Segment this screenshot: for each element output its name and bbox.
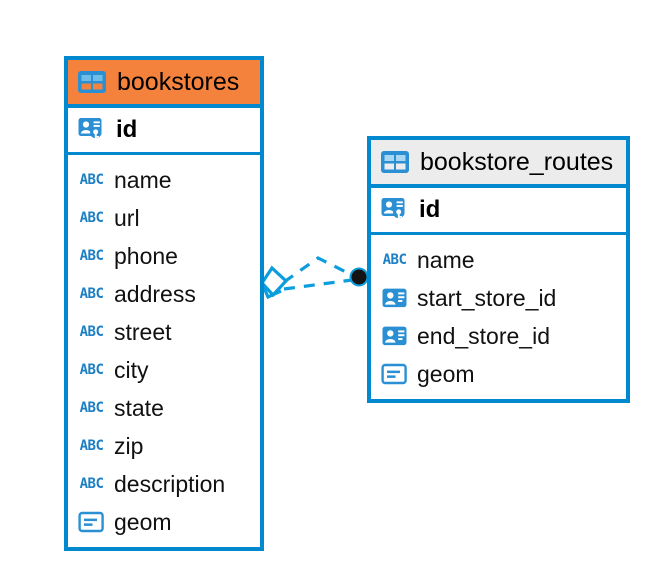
field-row-start-store-id[interactable]: start_store_id: [371, 279, 626, 317]
field-label: address: [114, 280, 196, 307]
text-field-icon: ABC: [79, 362, 104, 378]
diamond-marker: [259, 265, 289, 300]
primary-key-icon: [380, 195, 410, 225]
entity-bookstores[interactable]: bookstores: [64, 56, 264, 551]
text-field-icon: ABC: [79, 172, 104, 188]
entity-title: bookstores: [117, 67, 240, 96]
text-field-icon: ABC: [79, 400, 104, 416]
field-row-description[interactable]: ABC description: [68, 465, 260, 503]
relationship-line-upper: [283, 256, 353, 284]
field-label: url: [114, 204, 140, 231]
field-label: street: [114, 318, 172, 345]
field-row-name[interactable]: ABC name: [371, 241, 626, 279]
foreign-key-icon: [381, 286, 408, 310]
field-row-geom[interactable]: geom: [371, 355, 626, 393]
field-label: state: [114, 394, 164, 421]
field-row-address[interactable]: ABC address: [68, 275, 260, 313]
field-row-geom[interactable]: geom: [68, 503, 260, 541]
field-label: id: [419, 196, 441, 223]
field-row-end-store-id[interactable]: end_store_id: [371, 317, 626, 355]
text-field-icon: ABC: [382, 252, 407, 268]
field-row-url[interactable]: ABC url: [68, 199, 260, 237]
field-list-bookstore-routes: ABC name start_store_id: [371, 235, 626, 399]
table-icon: [77, 70, 107, 94]
field-row-state[interactable]: ABC state: [68, 389, 260, 427]
text-field-icon: ABC: [79, 476, 104, 492]
field-label: name: [114, 166, 172, 193]
field-row-zip[interactable]: ABC zip: [68, 427, 260, 465]
entity-bookstore-routes[interactable]: bookstore_routes: [367, 136, 630, 403]
entity-title: bookstore_routes: [420, 147, 614, 176]
text-field-icon: ABC: [79, 438, 104, 454]
field-row-city[interactable]: ABC city: [68, 351, 260, 389]
text-field-icon: ABC: [79, 210, 104, 226]
entity-header-bookstores[interactable]: bookstores: [68, 60, 260, 108]
foreign-key-icon: [381, 324, 408, 348]
field-label: start_store_id: [417, 284, 557, 311]
text-field-icon: ABC: [79, 286, 104, 302]
primary-key-icon: [77, 115, 107, 145]
field-label: geom: [114, 508, 172, 535]
text-field-icon: ABC: [79, 248, 104, 264]
field-label: phone: [114, 242, 178, 269]
field-label: name: [417, 246, 475, 273]
field-label: description: [114, 470, 226, 497]
field-label: end_store_id: [417, 322, 550, 349]
primary-key-row[interactable]: id: [68, 108, 260, 155]
filled-circle-marker: [349, 267, 369, 287]
table-icon: [380, 150, 410, 174]
field-list-bookstores: ABC name ABC url ABC phone ABC address A…: [68, 155, 260, 547]
geometry-field-icon: [78, 510, 105, 534]
field-label: zip: [114, 432, 144, 459]
relationship-line-lower: [283, 278, 353, 291]
text-field-icon: ABC: [79, 324, 104, 340]
primary-key-row[interactable]: id: [371, 188, 626, 235]
field-label: city: [114, 356, 149, 383]
field-label: id: [116, 116, 138, 143]
geometry-field-icon: [381, 362, 408, 386]
field-label: geom: [417, 360, 475, 387]
entity-header-bookstore-routes[interactable]: bookstore_routes: [371, 140, 626, 188]
field-row-phone[interactable]: ABC phone: [68, 237, 260, 275]
field-row-street[interactable]: ABC street: [68, 313, 260, 351]
field-row-name[interactable]: ABC name: [68, 161, 260, 199]
